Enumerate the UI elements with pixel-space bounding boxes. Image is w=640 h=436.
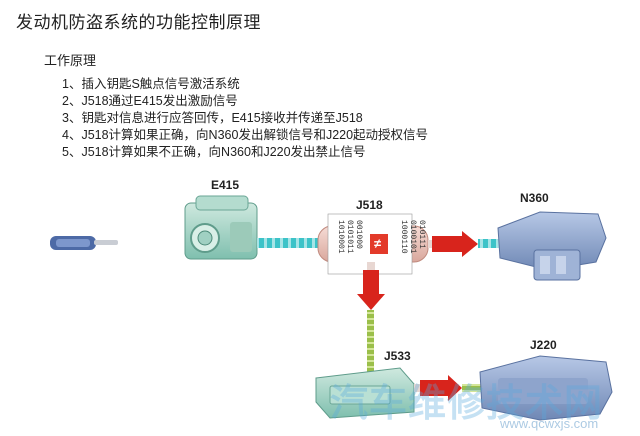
j533-label: J533 xyxy=(384,349,411,363)
e415-label: E415 xyxy=(211,178,239,192)
j533-link xyxy=(367,310,374,372)
step-item: 5、J518计算如果不正确，向N360和J220发出禁止信号 xyxy=(62,145,366,159)
j518-label: J518 xyxy=(356,198,383,212)
signal-arrow-to-j220 xyxy=(414,375,462,401)
svg-text:≠: ≠ xyxy=(374,236,381,251)
j220-link xyxy=(462,384,482,392)
j533-gateway-icon xyxy=(315,367,415,419)
step-item: 3、钥匙对信息进行应答回传，E415接收并传递至J518 xyxy=(62,111,363,125)
e415-link xyxy=(257,238,327,248)
binary-text: 0101011 xyxy=(345,220,354,254)
step-item: 2、J518通过E415发出激励信号 xyxy=(62,94,238,108)
key-fob-icon xyxy=(50,236,118,250)
n360-link xyxy=(478,239,500,248)
step-item: 4、J518计算如果正确，向N360发出解锁信号和J220起动授权信号 xyxy=(62,128,429,142)
binary-text: 0100101 xyxy=(408,220,417,254)
e415-ignition-switch-icon xyxy=(184,195,258,260)
signal-arrow-to-j533 xyxy=(357,262,385,310)
step-item: 1、插入钥匙S触点信号激活系统 xyxy=(62,77,240,91)
steps-list: 1、插入钥匙S触点信号激活系统 2、J518通过E415发出激励信号 3、钥匙对… xyxy=(62,76,428,161)
binary-text: 1010001 xyxy=(336,220,345,254)
j220-label: J220 xyxy=(530,338,557,352)
binary-text: 1000110 xyxy=(399,220,408,254)
j220-engine-control-unit-icon xyxy=(479,355,613,421)
signal-arrow-to-n360 xyxy=(428,231,478,257)
watermark-url: www.qcwxjs.com xyxy=(500,416,599,431)
binary-right: 1000110 0100101 010111 xyxy=(399,220,426,254)
n360-label: N360 xyxy=(520,191,549,205)
binary-text: 001000 xyxy=(354,220,363,249)
section-subtitle: 工作原理 xyxy=(44,53,97,68)
watermark-text: 汽车维修技术网 xyxy=(330,381,604,425)
binary-text: 010111 xyxy=(417,220,426,249)
n360-steering-lock-icon xyxy=(497,211,607,281)
binary-left: 1010001 0101011 001000 xyxy=(336,220,363,254)
page-title: 发动机防盗系统的功能控制原理 xyxy=(16,13,261,32)
